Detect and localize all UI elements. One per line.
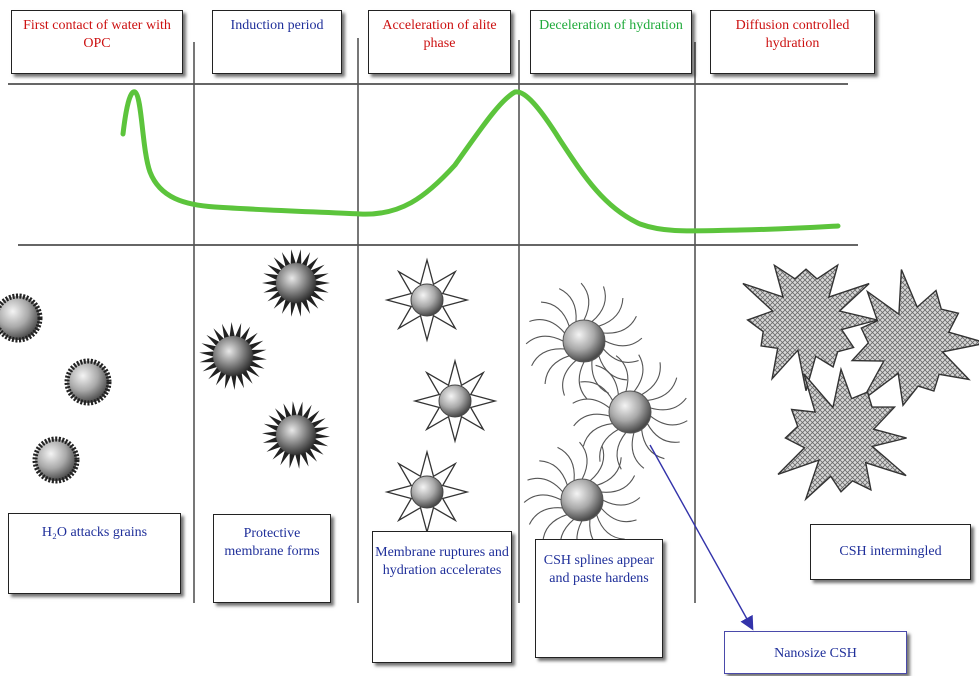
stage-title-acceleration: Acceleration of alite phase [368,10,511,74]
hydration-rate-curve [120,89,841,234]
callout-nanosize-csh: Nanosize CSH [724,631,907,674]
caption-h2o-attacks: H₂O attacks grains [8,513,181,594]
stage-title-deceleration: Deceleration of hydration [530,10,692,74]
stage4-grains [523,282,688,559]
stage-title-diffusion: Diffusion controlled hydration [710,10,875,74]
caption-membrane-ruptures: Membrane ruptures and hydration accelera… [372,531,512,663]
stage3-grains [384,257,498,535]
stage-title-first-contact: First contact of water with OPC [11,10,183,74]
caption-csh-intermingled: CSH intermingled [810,524,971,580]
caption-protective-membrane: Protective membrane forms [213,514,331,603]
caption-csh-splines: CSH splines appear and paste hardens [535,539,663,658]
stage-title-induction: Induction period [212,10,342,74]
stage1-grains [0,293,112,484]
nanosize-callout-arrow [649,444,754,631]
stage2-grains [199,249,330,469]
stage5-csh-clusters [742,263,979,502]
